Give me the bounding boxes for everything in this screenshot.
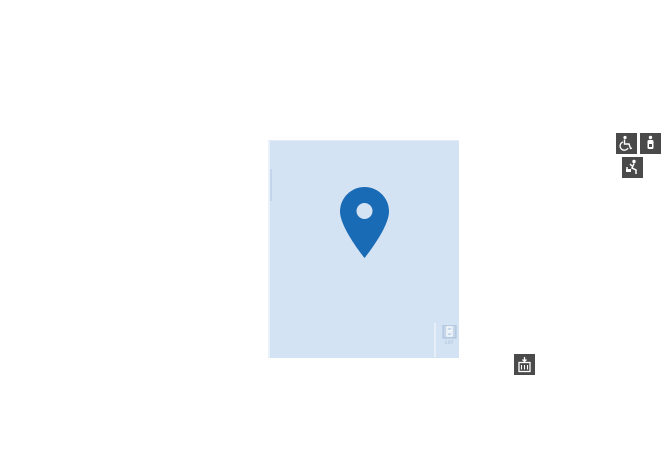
nursing-room-icon[interactable] [640,133,661,154]
wheelchair-icon[interactable] [616,133,637,154]
room-partition [434,323,436,357]
exit-sign-label: EXIT [445,340,454,345]
exit-sign-icon: EXIT [442,324,457,347]
storage-locker-icon[interactable] [514,354,535,375]
room-wall-segment [270,169,272,201]
baby-changing-icon[interactable] [622,157,643,178]
map-pin-icon[interactable] [339,186,390,259]
